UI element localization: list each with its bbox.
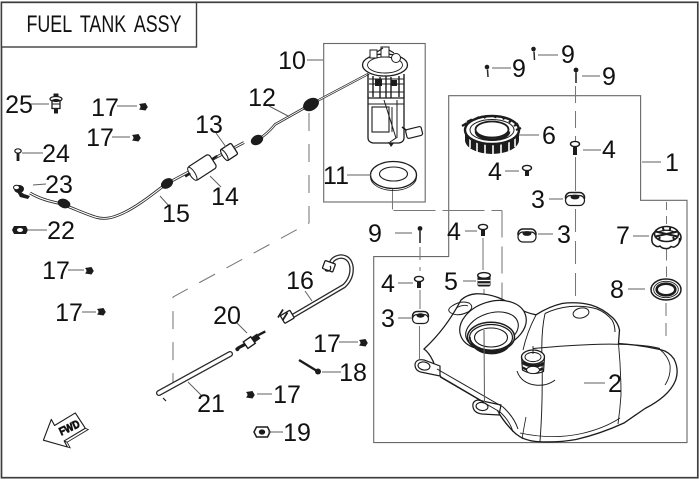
svg-text:12: 12	[248, 84, 276, 112]
svg-text:9: 9	[368, 220, 382, 248]
svg-text:19: 19	[283, 419, 311, 447]
svg-text:17: 17	[42, 257, 70, 285]
svg-text:14: 14	[211, 183, 239, 211]
svg-text:4: 4	[488, 158, 502, 186]
svg-text:13: 13	[195, 111, 223, 139]
svg-text:6: 6	[542, 122, 556, 150]
svg-text:4: 4	[602, 136, 616, 164]
svg-text:20: 20	[213, 302, 241, 330]
svg-text:17: 17	[313, 330, 341, 358]
svg-text:4: 4	[381, 270, 395, 298]
svg-text:25: 25	[5, 91, 33, 119]
svg-text:17: 17	[273, 381, 301, 409]
svg-text:17: 17	[91, 94, 119, 122]
svg-text:17: 17	[55, 299, 83, 327]
svg-text:1: 1	[665, 149, 679, 177]
svg-text:24: 24	[42, 140, 70, 168]
svg-text:8: 8	[610, 276, 624, 304]
svg-text:21: 21	[197, 390, 225, 418]
svg-text:9: 9	[512, 55, 526, 83]
svg-text:3: 3	[381, 305, 395, 333]
svg-text:2: 2	[608, 370, 622, 398]
svg-text:11: 11	[323, 162, 349, 190]
svg-text:15: 15	[162, 200, 190, 228]
svg-text:16: 16	[286, 267, 314, 295]
svg-text:4: 4	[447, 218, 461, 246]
svg-text:10: 10	[278, 47, 306, 75]
svg-text:18: 18	[339, 359, 367, 387]
svg-text:7: 7	[616, 222, 630, 250]
svg-text:5: 5	[444, 268, 458, 296]
svg-text:22: 22	[47, 217, 75, 245]
svg-text:9: 9	[602, 63, 616, 91]
svg-text:3: 3	[557, 221, 571, 249]
svg-text:3: 3	[531, 186, 545, 214]
svg-text:9: 9	[561, 41, 575, 69]
svg-text:FUEL TANK ASSY: FUEL TANK ASSY	[27, 11, 182, 38]
svg-text:23: 23	[45, 171, 73, 199]
svg-text:17: 17	[86, 124, 114, 152]
